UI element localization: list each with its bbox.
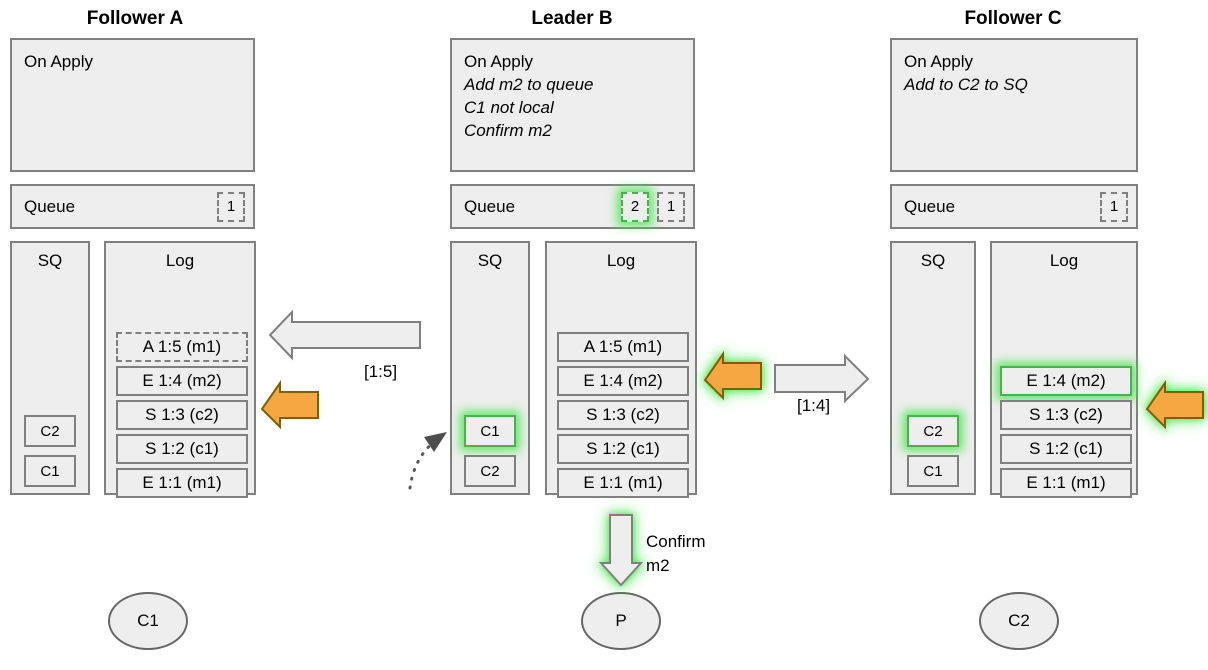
client-node-follower-a: C1	[108, 592, 188, 650]
queue-box[interactable]: 1	[217, 191, 245, 222]
replication-label-b-to-c: [1:4]	[797, 396, 831, 415]
log-entry[interactable]: S 1:2 (c1)	[557, 434, 689, 464]
sq-panel-follower-c: SQ C2 C1	[890, 241, 976, 495]
sq-item[interactable]: C1	[907, 455, 959, 487]
queue-label: Queue	[464, 196, 516, 216]
sq-header: SQ	[477, 251, 503, 270]
queue-box[interactable]: 1	[657, 191, 685, 222]
onapply-header: On Apply	[904, 52, 973, 71]
sq-item-highlighted[interactable]: C1	[464, 415, 516, 447]
sq-item[interactable]: C2	[464, 455, 516, 487]
sq-item[interactable]: C1	[24, 455, 76, 487]
log-entry[interactable]: E 1:1 (m1)	[116, 468, 248, 498]
onapply-line: Confirm m2	[464, 121, 552, 140]
log-entry[interactable]: S 1:2 (c1)	[116, 434, 248, 464]
apply-pointer-arrow-follower-a	[260, 379, 319, 430]
onapply-panel-leader-b: On Apply Add m2 to queue C1 not local Co…	[450, 38, 695, 172]
apply-pointer-arrow-leader-b	[703, 350, 762, 401]
log-entry[interactable]: E 1:1 (m1)	[1000, 468, 1132, 498]
queue-box[interactable]: 1	[1100, 191, 1128, 222]
log-entry[interactable]: E 1:4 (m2)	[557, 366, 689, 396]
log-entry[interactable]: E 1:4 (m2)	[116, 366, 248, 396]
queue-panel-follower-a: Queue 1	[10, 184, 255, 229]
log-entry[interactable]: A 1:5 (m1)	[116, 332, 248, 362]
log-panel-leader-b: Log A 1:5 (m1) E 1:4 (m2) S 1:3 (c2) S 1…	[545, 241, 697, 498]
log-header: Log	[606, 251, 636, 270]
log-entry[interactable]: A 1:5 (m1)	[557, 332, 689, 362]
sq-panel-leader-b: SQ C1 C2	[450, 241, 530, 495]
log-entry[interactable]: S 1:3 (c2)	[1000, 400, 1132, 430]
replication-arrow-b-to-c	[774, 353, 870, 404]
onapply-line: Add to C2 to SQ	[904, 75, 1028, 94]
sq-panel-follower-a: SQ C2 C1	[10, 241, 90, 495]
onapply-header: On Apply	[24, 52, 93, 71]
queue-label: Queue	[904, 196, 956, 216]
queue-box-highlighted[interactable]: 2	[621, 191, 649, 222]
onapply-line: Add m2 to queue	[464, 75, 594, 94]
queue-panel-follower-c: Queue 1	[890, 184, 1138, 229]
log-entry[interactable]: S 1:3 (c2)	[557, 400, 689, 430]
log-entry[interactable]: S 1:2 (c1)	[1000, 434, 1132, 464]
confirm-arrow-leader-b	[598, 514, 644, 587]
onapply-line: C1 not local	[464, 98, 554, 117]
queue-panel-leader-b: Queue 2 1	[450, 184, 695, 229]
log-panel-follower-a: Log A 1:5 (m1) E 1:4 (m2) S 1:3 (c2) S 1…	[104, 241, 256, 498]
queue-label: Queue	[24, 196, 76, 216]
sq-insert-dotted-arrow	[408, 432, 447, 490]
log-entry-highlighted[interactable]: E 1:4 (m2)	[1000, 366, 1132, 396]
sq-item[interactable]: C2	[24, 415, 76, 447]
log-entry[interactable]: S 1:3 (c2)	[116, 400, 248, 430]
log-header: Log	[165, 251, 195, 270]
replication-arrow-b-to-a	[268, 309, 421, 361]
sq-header: SQ	[37, 251, 63, 270]
page-title-leader-b: Leader B	[531, 8, 613, 29]
log-entry[interactable]: E 1:1 (m1)	[557, 468, 689, 498]
page-title-follower-a: Follower A	[86, 8, 184, 29]
confirm-label-line1: Confirm	[646, 532, 706, 551]
onapply-panel-follower-a: On Apply	[10, 38, 255, 172]
apply-pointer-arrow-follower-c	[1145, 379, 1204, 430]
client-node-leader-b: P	[581, 592, 661, 650]
log-header: Log	[1049, 251, 1079, 270]
client-node-follower-c: C2	[979, 592, 1059, 650]
sq-header: SQ	[920, 251, 946, 270]
replication-label-b-to-a: [1:5]	[364, 362, 398, 381]
onapply-panel-follower-c: On Apply Add to C2 to SQ	[890, 38, 1138, 172]
confirm-label-line2: m2	[646, 556, 670, 575]
log-panel-follower-c: Log E 1:4 (m2) S 1:3 (c2) S 1:2 (c1) E 1…	[990, 241, 1138, 498]
onapply-header: On Apply	[464, 52, 533, 71]
sq-item-highlighted[interactable]: C2	[907, 415, 959, 447]
page-title-follower-c: Follower C	[964, 8, 1062, 29]
